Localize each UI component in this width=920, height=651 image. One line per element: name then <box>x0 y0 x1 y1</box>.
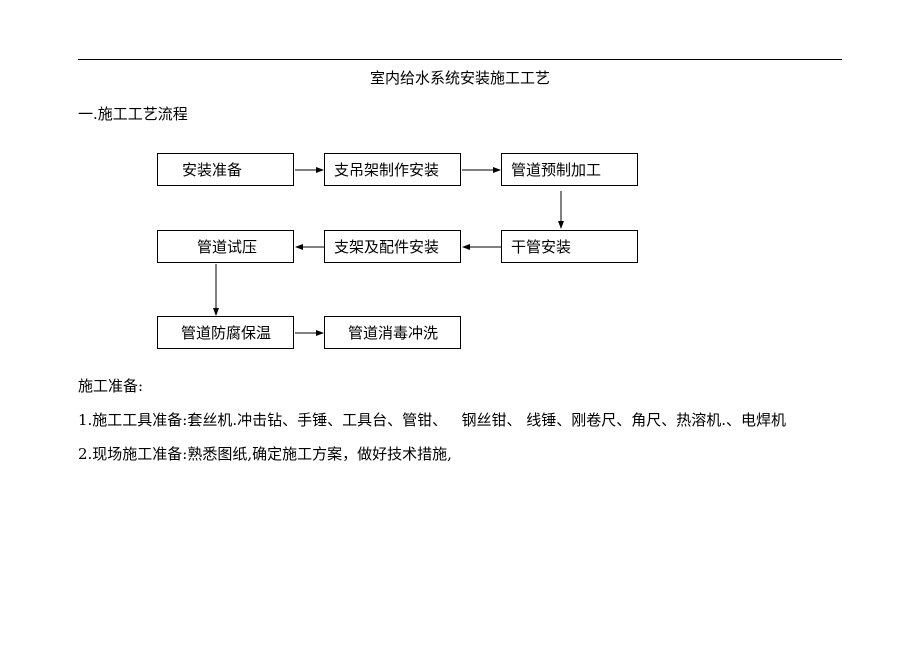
flow-step-pressure-test: 管道试压 <box>157 230 294 263</box>
flow-step-prefab: 管道预制加工 <box>501 153 638 186</box>
prep-heading: 施工准备: <box>78 377 144 395</box>
document-title: 室内给水系统安装施工工艺 <box>369 69 550 87</box>
step-label: 管道试压 <box>197 238 258 256</box>
prep-item-site: 2.现场施工准备:熟悉图纸,确定施工方案，做好技术措施, <box>78 445 452 463</box>
flow-step-bracket: 支吊架制作安装 <box>324 153 461 186</box>
flow-step-anticorrosion: 管道防腐保温 <box>157 316 294 349</box>
section-heading: 一.施工工艺流程 <box>78 105 188 123</box>
flow-step-fittings: 支架及配件安装 <box>324 230 461 263</box>
step-label: 管道防腐保温 <box>181 324 272 342</box>
step-label: 管道消毒冲洗 <box>348 324 439 342</box>
prep-item-tools: 1.施工工具准备:套丝机.冲击钻、手锤、工具台、管钳、 钢丝钳、 线锤、刚卷尺、… <box>78 411 786 429</box>
flow-step-main-pipe: 干管安装 <box>501 230 638 263</box>
flow-step-prep: 安装准备 <box>157 153 294 186</box>
step-label: 支架及配件安装 <box>334 238 440 256</box>
step-label: 干管安装 <box>511 238 572 256</box>
step-label: 管道预制加工 <box>511 161 602 179</box>
header-rule <box>78 59 842 60</box>
step-label: 安装准备 <box>182 161 243 179</box>
flow-step-disinfection: 管道消毒冲洗 <box>324 316 461 349</box>
step-label: 支吊架制作安装 <box>334 161 440 179</box>
